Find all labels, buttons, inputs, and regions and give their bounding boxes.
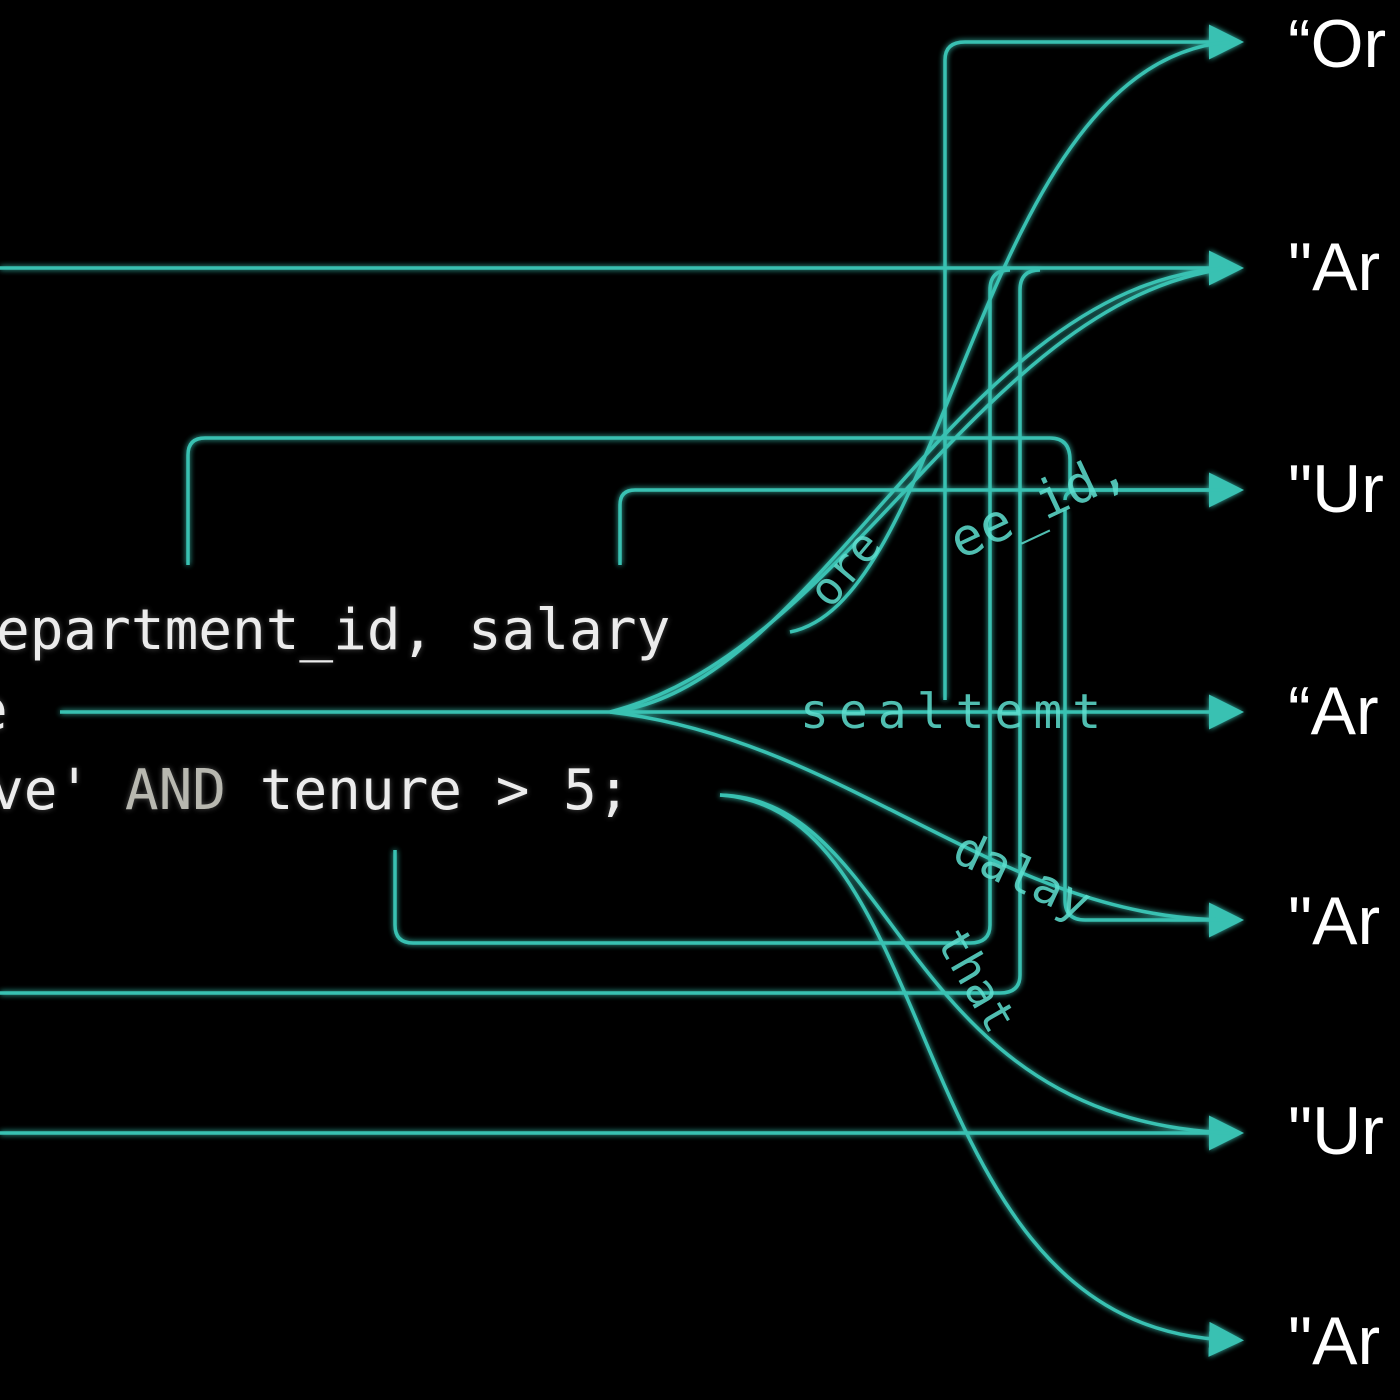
- curve-3: [789, 40, 1231, 634]
- output-label-3: "Ur: [1288, 451, 1384, 527]
- output-label-7: "Ar: [1288, 1303, 1381, 1379]
- output-label-1: “Or: [1288, 6, 1387, 82]
- code-line-2: e: [0, 678, 8, 743]
- curve-5: [719, 793, 1231, 1135]
- output-label-5: "Ar: [1288, 883, 1381, 959]
- curve-2: [609, 266, 1231, 714]
- line-to-output-5: [393, 268, 1011, 945]
- output-label-4: “Ar: [1288, 673, 1379, 749]
- token-ore: ore: [797, 519, 892, 617]
- line-to-output-5c: [1063, 488, 1230, 920]
- code-line-3: ve' AND tenure > 5;: [0, 758, 631, 823]
- token-dalay: dalay: [945, 820, 1100, 932]
- line-to-output-3b: [618, 488, 1230, 565]
- token-that: that: [925, 919, 1027, 1042]
- line-to-output-3: [186, 436, 1244, 565]
- curve-6: [719, 793, 1244, 1357]
- output-label-6: "Ur: [1288, 1093, 1384, 1169]
- curve-4: [609, 710, 1231, 922]
- token-sealtemt: sealtemt: [800, 684, 1111, 740]
- code-text: tenure > 5;: [226, 758, 631, 823]
- code-text: ve': [0, 758, 125, 823]
- token-ee-id: ee_id,: [940, 438, 1136, 572]
- output-label-2: "Ar: [1288, 229, 1381, 305]
- line-to-output-5b: [0, 268, 1041, 995]
- line-to-output-1: [943, 24, 1244, 700]
- code-line-1: epartment_id, salary: [0, 598, 671, 663]
- sql-keyword: AND: [124, 758, 227, 823]
